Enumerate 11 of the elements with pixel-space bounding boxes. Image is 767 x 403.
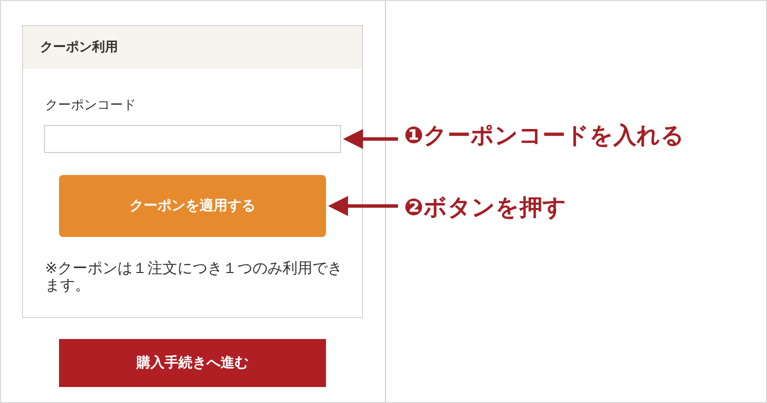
arrow (328, 196, 398, 216)
annotation-text: ❷ボタンを押す (404, 190, 566, 226)
note-text: ※クーポンは１注文につき１つのみ利用できます。 (45, 260, 344, 294)
arrow (343, 129, 398, 149)
card-heading: クーポン利用 (40, 39, 118, 56)
input-field (44, 125, 341, 153)
field-label: クーポンコード (45, 97, 137, 114)
coupon-card (22, 25, 363, 318)
checkout-button: 購入手続きへ進む (59, 339, 326, 387)
annotation-text: ❶クーポンコードを入れる (404, 118, 684, 154)
apply-button: クーポンを適用する (59, 175, 326, 237)
